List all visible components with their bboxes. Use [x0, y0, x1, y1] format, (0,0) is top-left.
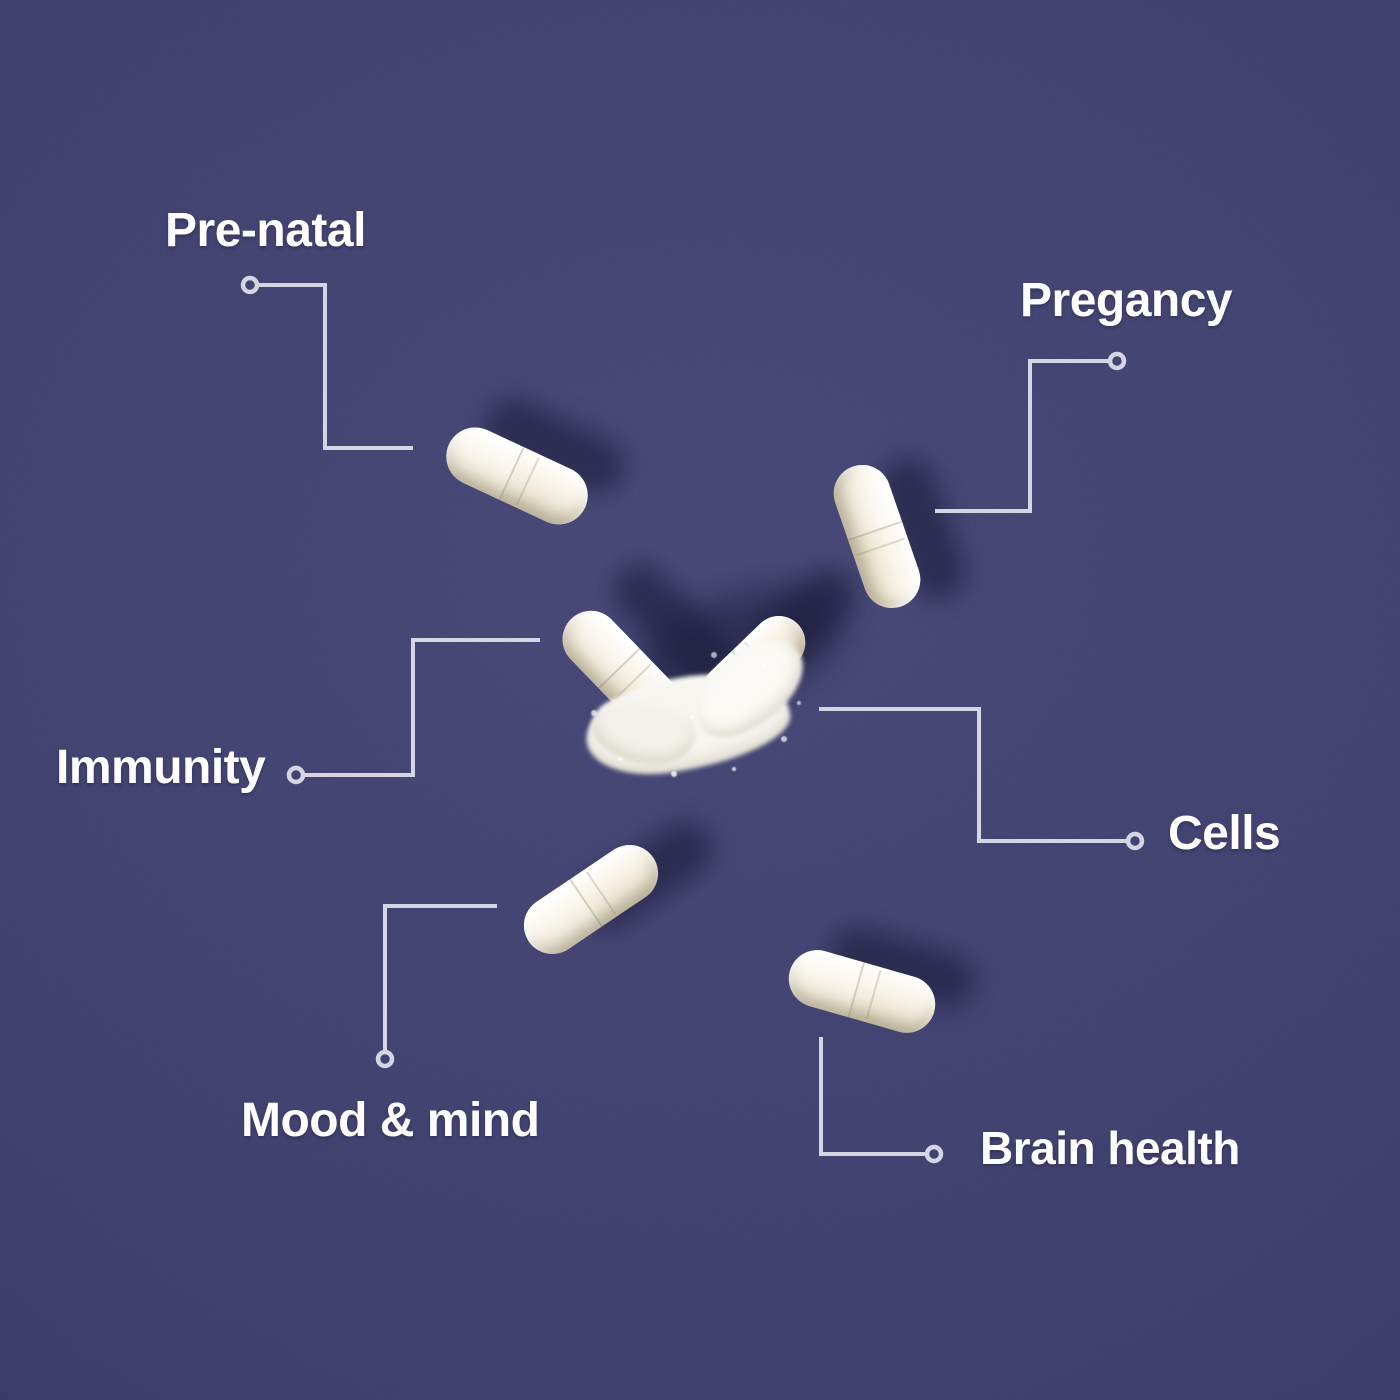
callout-dot: [375, 1049, 395, 1069]
powder-specks: [690, 715, 694, 719]
callout-connector-pregnancy: [935, 351, 1127, 513]
callout-dot: [924, 1144, 944, 1164]
callout-dot: [1107, 351, 1127, 371]
callout-connector-pre-natal: [240, 275, 413, 450]
callout-connector-brain-health: [819, 1037, 944, 1164]
label-pregnancy: Pregancy: [1020, 274, 1233, 327]
callout-connector-mood-mind: [375, 904, 497, 1069]
label-mood-mind: Mood & mind: [241, 1094, 540, 1147]
callout-dot: [1125, 831, 1145, 851]
callout-dot: [286, 765, 306, 785]
label-cells: Cells: [1168, 807, 1281, 860]
callout-connector-cells: [819, 707, 1145, 851]
callout-connector-immunity: [286, 638, 540, 785]
label-immunity: Immunity: [56, 741, 266, 794]
label-pre-natal: Pre-natal: [165, 204, 366, 257]
callout-dot: [240, 275, 260, 295]
label-brain-health: Brain health: [980, 1122, 1240, 1174]
